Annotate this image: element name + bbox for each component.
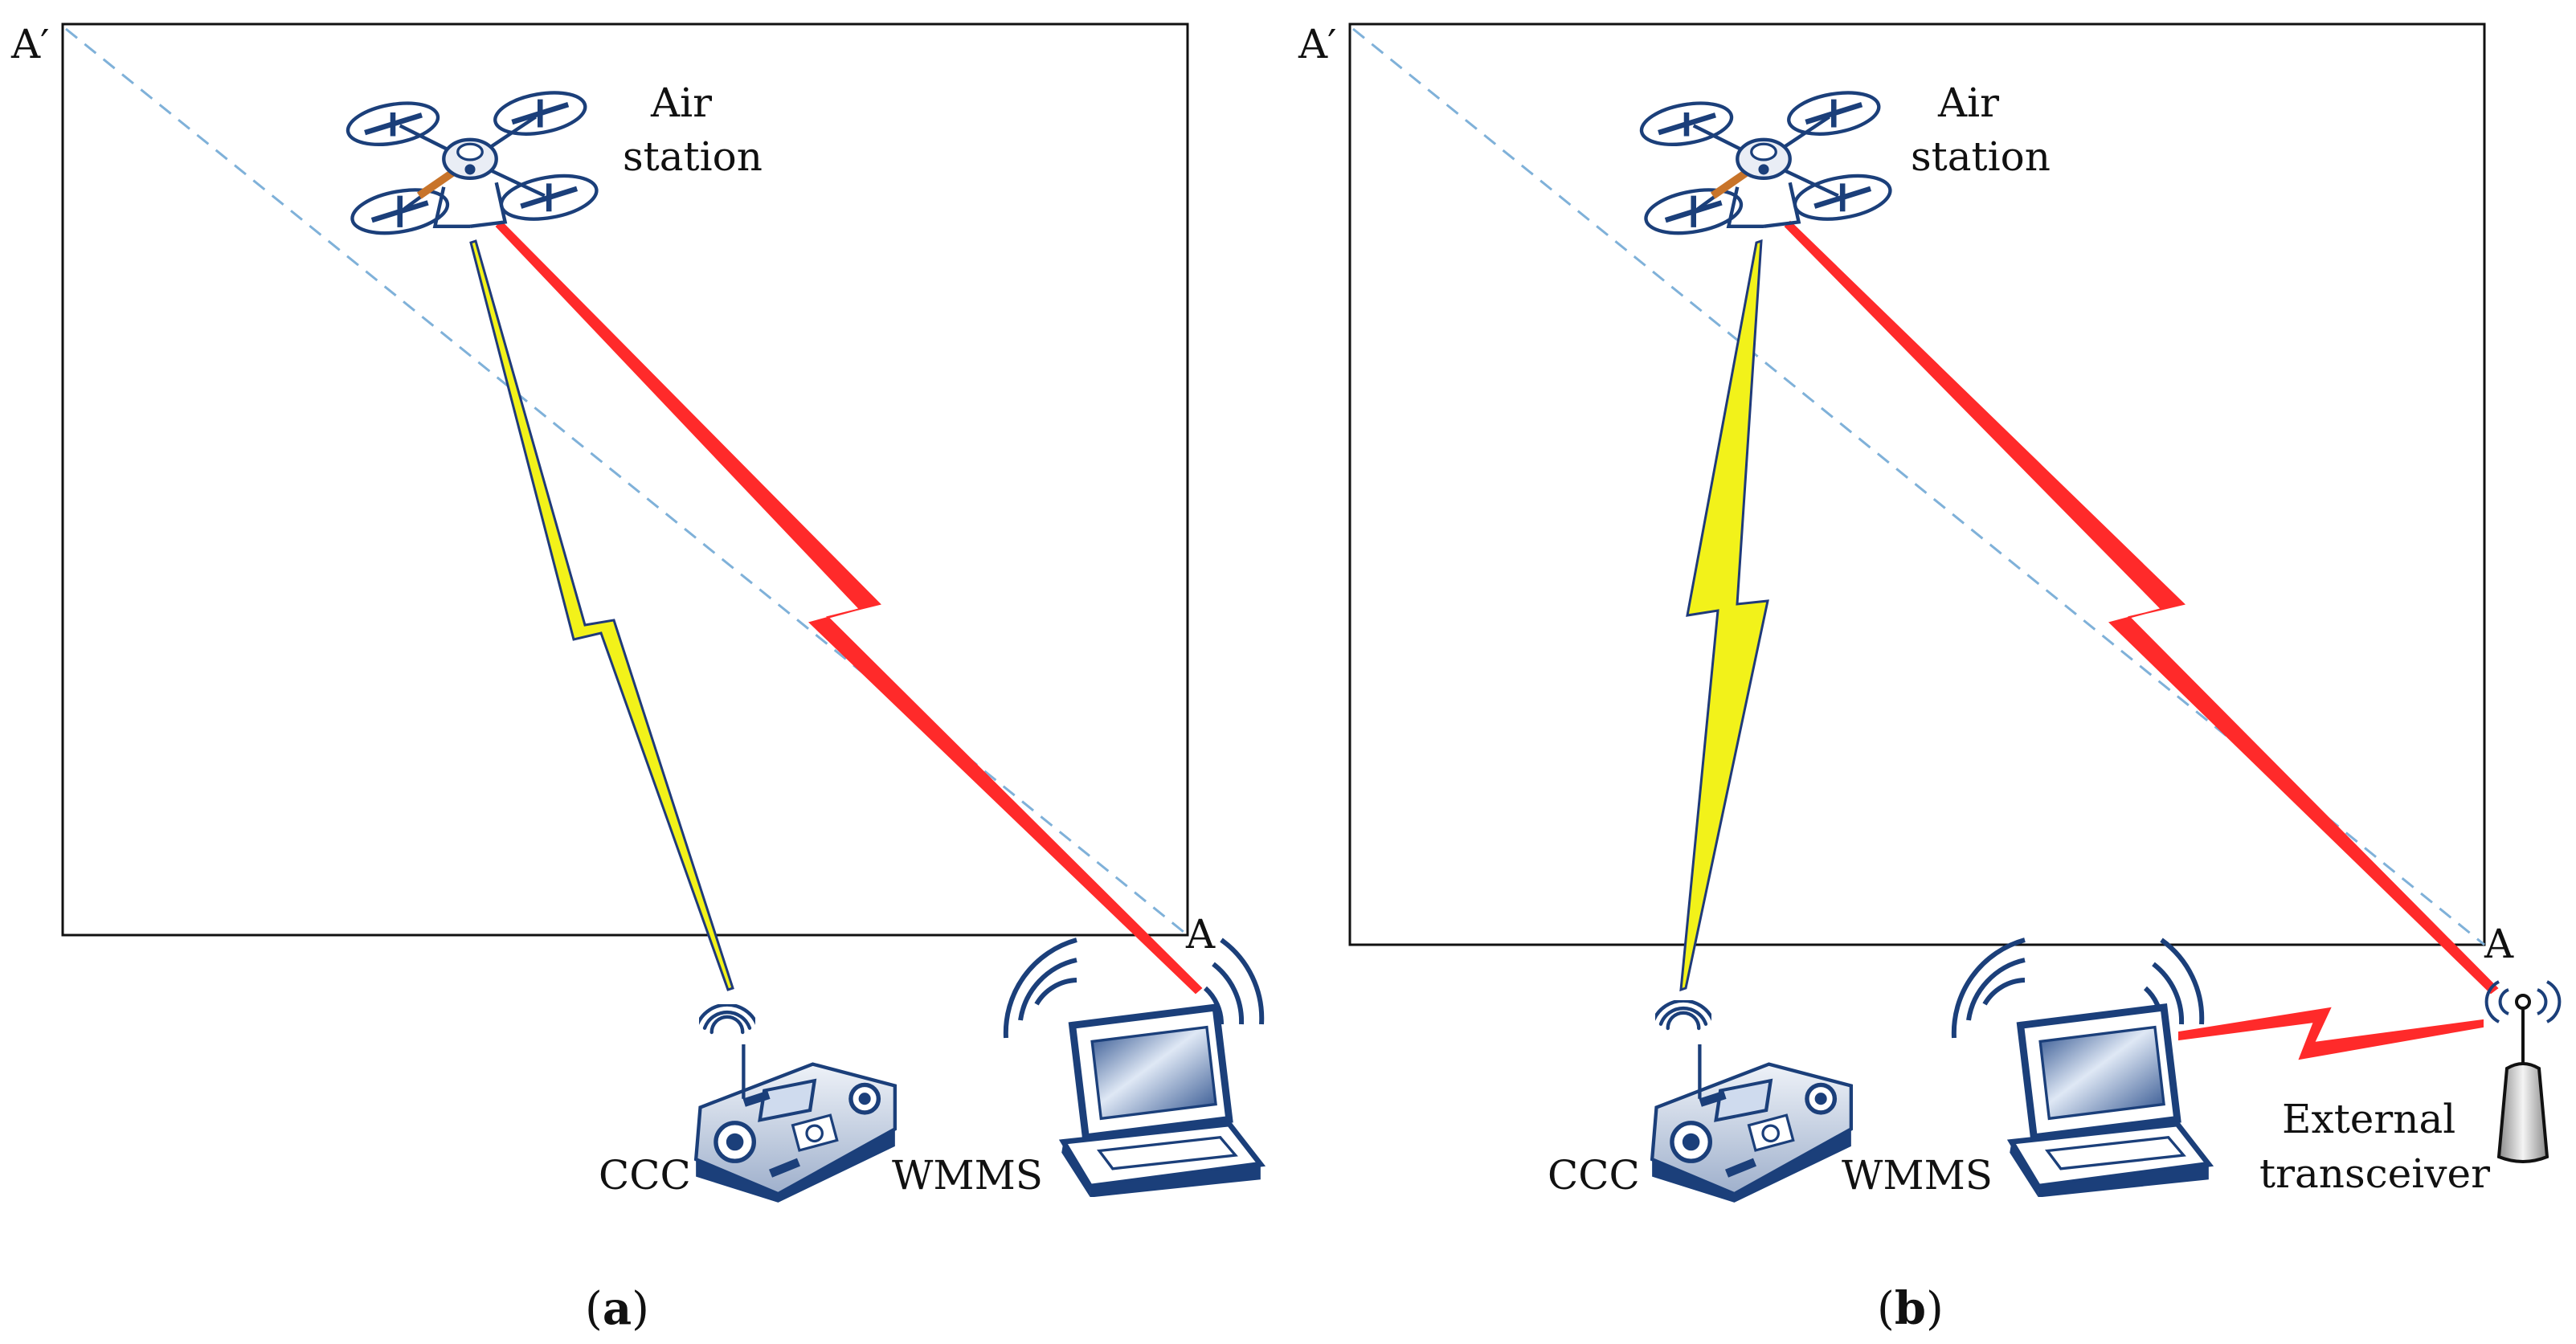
ccc-link-bolt [469, 239, 734, 991]
wmms-link-bolt [495, 220, 1203, 995]
coverage-area-frame [61, 22, 1189, 937]
wifi-signal-icon [1654, 1001, 1713, 1028]
air-station-label-line1: Air [1937, 80, 1999, 126]
remote-controller-icon [1652, 1038, 1851, 1203]
wifi-signal-icon [697, 1005, 757, 1032]
ccc-label: CCC [599, 1152, 691, 1199]
panel-b: A′ A Air station CCC WMMS [1298, 21, 2562, 1335]
wmms-label: WMMS [892, 1152, 1043, 1199]
caption-b: (b) [1877, 1282, 1944, 1335]
corner-label-a: A [2484, 921, 2514, 967]
corner-label-a-prime: A′ [10, 21, 49, 67]
antenna-tower-icon [2484, 980, 2562, 1163]
caption-a: (a) [585, 1282, 649, 1335]
air-station-label-line1: Air [650, 80, 712, 126]
ccc-label: CCC [1548, 1152, 1640, 1199]
panel-a: A′ A Air station CCC WMMS (a) [10, 21, 1261, 1335]
corner-label-a-prime: A′ [1298, 21, 1336, 67]
external-transceiver-label-line1: External [2282, 1096, 2455, 1142]
laptop-wifi-left-icon [1003, 938, 1077, 1039]
coverage-area-frame [1348, 22, 2486, 946]
ccc-link-bolt [1679, 239, 1769, 992]
quadcopter-icon [1638, 87, 1894, 240]
transceiver-link-bolt [2178, 1007, 2484, 1060]
air-station-label-line2: station [1911, 133, 2051, 180]
quadcopter-icon [345, 87, 600, 240]
external-transceiver-label-line2: transceiver [2259, 1150, 2490, 1197]
wmms-label: WMMS [1842, 1152, 1993, 1199]
air-station-label-line2: station [623, 133, 763, 180]
wmms-link-bolt [1784, 220, 2499, 995]
remote-controller-icon [696, 1038, 895, 1203]
corner-label-a: A [1185, 911, 1216, 958]
laptop-wifi-left-icon [1951, 938, 2026, 1039]
laptop-icon [1061, 1007, 1261, 1197]
